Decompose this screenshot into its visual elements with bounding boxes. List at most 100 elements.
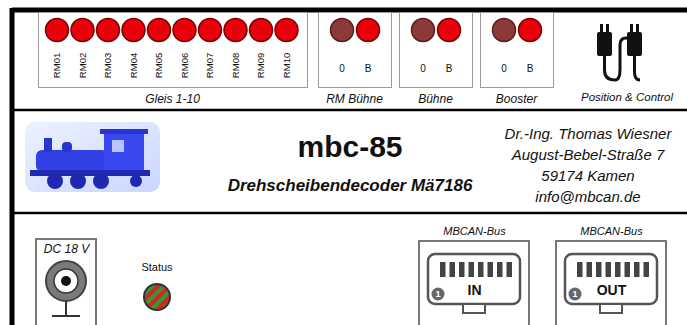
led-label: RM02	[77, 48, 88, 84]
led-on	[199, 19, 222, 42]
led-label: RM07	[205, 48, 216, 84]
group-heading: DC 18 V	[38, 243, 96, 257]
led-state-label: 0	[333, 63, 351, 75]
connector-pin	[577, 262, 583, 277]
pin-number: 1	[570, 289, 581, 299]
bus-connector-box: MBCAN-BusOUT	[555, 240, 667, 325]
group-heading: Booster	[480, 93, 554, 107]
plug-pin	[600, 24, 603, 32]
led-off	[412, 19, 435, 42]
connector-pin	[615, 262, 621, 277]
led-label: RM06	[179, 48, 190, 84]
wheel	[93, 173, 109, 189]
dc-jack	[46, 261, 86, 316]
led-label: RM03	[103, 48, 114, 84]
cable	[635, 56, 641, 80]
group-heading: MBCAN-Bus	[419, 225, 531, 238]
led-on	[438, 19, 461, 42]
group-heading: Gleis 1-10	[38, 93, 308, 107]
led-label: RM05	[154, 48, 165, 84]
connector-pin	[596, 262, 602, 277]
ground-line	[52, 315, 80, 317]
locomotive-picture	[25, 122, 160, 192]
ground-line	[65, 301, 67, 316]
dome	[62, 142, 72, 152]
plug-pin	[630, 24, 633, 32]
pin-number: 1	[433, 289, 444, 299]
pin1-marker	[569, 288, 582, 301]
connector-pin	[469, 262, 475, 277]
connector-pin	[644, 262, 650, 277]
jack-ring	[46, 261, 86, 301]
group-heading: RM Bühne	[318, 93, 392, 107]
led-state-label: B	[359, 63, 377, 75]
section-line	[12, 212, 687, 215]
wheel	[70, 173, 86, 189]
led-state-label: B	[521, 63, 539, 75]
plug-pin	[636, 24, 639, 32]
led-row	[46, 19, 299, 42]
led-label: RM04	[128, 48, 139, 84]
led-on	[148, 19, 171, 42]
led-label: RM08	[230, 48, 241, 84]
cab-window	[112, 140, 124, 152]
jack-pin	[61, 276, 71, 286]
led-group-box: Booster	[480, 12, 554, 88]
section-line	[12, 109, 687, 112]
cab-roof	[100, 129, 148, 134]
led-label: RM01	[52, 48, 63, 84]
connector-pin	[497, 262, 503, 277]
connector-pin	[606, 262, 612, 277]
led-on	[224, 19, 247, 42]
address-line: 59174 Kamen	[490, 167, 686, 184]
led-on	[97, 19, 120, 42]
connector-pin	[450, 262, 456, 277]
bus-connector-box: MBCAN-BusIN	[418, 240, 530, 325]
plug-body	[597, 32, 612, 56]
wheel	[47, 173, 63, 189]
cab	[104, 132, 144, 174]
led-label: RM09	[256, 48, 267, 84]
connector-pin	[440, 262, 446, 277]
connector-pin	[459, 262, 465, 277]
cable-icon	[597, 24, 642, 80]
led-on	[173, 19, 196, 42]
frame	[30, 170, 150, 176]
connector-pin	[507, 262, 513, 277]
connector-pin	[587, 262, 593, 277]
group-heading: MBCAN-Bus	[556, 225, 668, 238]
led-on	[122, 19, 145, 42]
led-state-label: B	[440, 63, 458, 75]
cable	[605, 38, 628, 80]
led-state-label: 0	[495, 63, 513, 75]
chimney	[44, 138, 52, 152]
led-group-box: Bühne	[399, 12, 473, 88]
connector-pin	[488, 262, 494, 277]
picture-ground	[25, 122, 160, 192]
connector-pin	[478, 262, 484, 277]
port-label: Position & Control	[571, 91, 683, 104]
led-on	[46, 19, 69, 42]
address-line: info@mbcan.de	[490, 188, 686, 205]
product-subtitle: Drehscheibendecoder Mä7186	[200, 176, 500, 196]
status-label: Status	[127, 261, 187, 274]
connector-tab	[463, 304, 485, 313]
led-on	[357, 19, 380, 42]
boiler	[36, 150, 108, 172]
led-on	[250, 19, 273, 42]
led-off	[493, 19, 516, 42]
pin1-marker	[432, 288, 445, 301]
power-socket-box: DC 18 V	[35, 238, 97, 325]
led-state-label: 0	[414, 63, 432, 75]
plug-pin	[606, 24, 609, 32]
product-title: mbc-85	[220, 130, 480, 165]
plug-body	[627, 32, 642, 56]
led-label: RM10	[281, 48, 292, 84]
group-heading: Bühne	[399, 93, 473, 107]
panel-border	[10, 8, 15, 325]
jack-hole	[54, 269, 78, 293]
led-group-box: RM Bühne	[318, 12, 392, 88]
led-on	[71, 19, 94, 42]
wheel	[130, 175, 142, 187]
